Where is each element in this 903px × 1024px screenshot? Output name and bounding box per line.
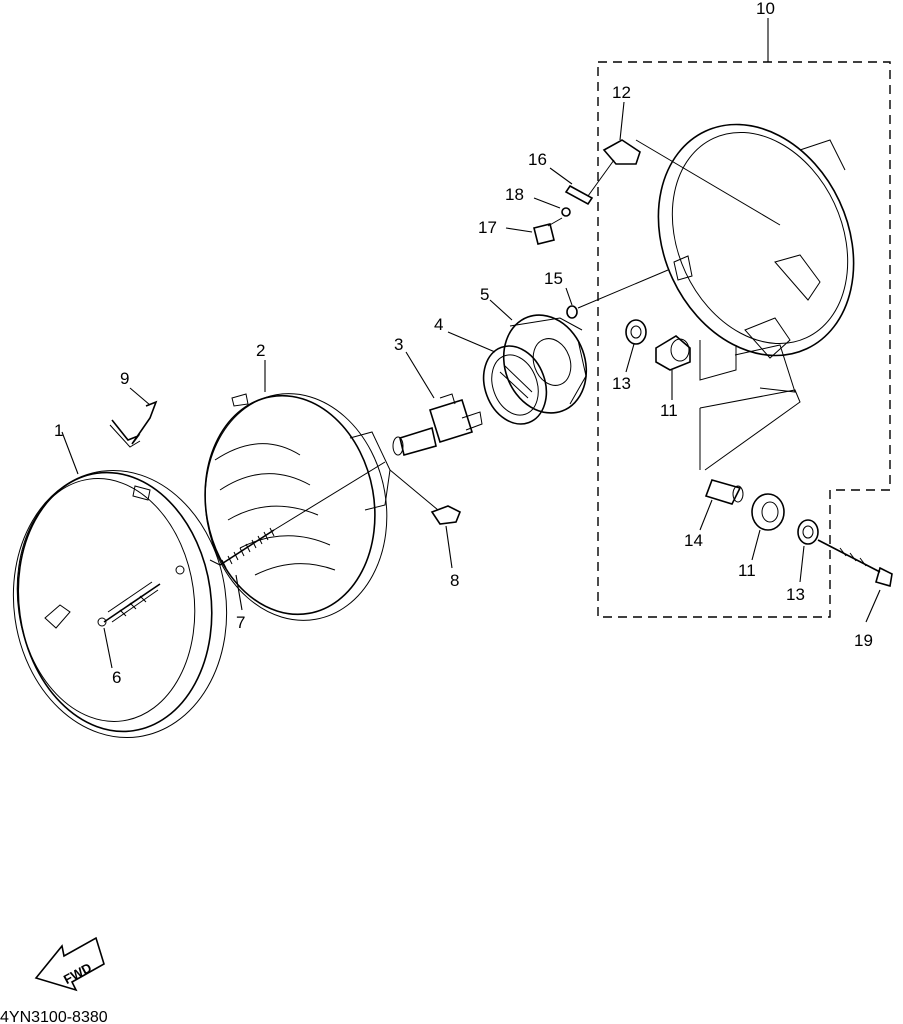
leader-3 [405,351,435,399]
callout-13-lower: 13 [786,585,805,604]
leader-8 [445,525,453,569]
callout-4: 4 [434,315,443,334]
diagram-code: 4YN3100-8380 [0,1009,108,1024]
assembly-10-dashed-box [597,61,891,618]
part-18-nut [561,207,571,217]
part-7-spring [209,461,386,569]
fwd-arrow-icon: FWD [34,936,105,992]
callout-13-upper: 13 [612,374,631,393]
callout-8: 8 [450,571,459,590]
callout-10: 10 [756,0,775,18]
callout-6: 6 [112,668,121,687]
callout-7: 7 [236,613,245,632]
callout-17: 17 [478,218,497,237]
callout-16: 16 [528,150,547,169]
leader-16 [549,167,573,185]
callout-18: 18 [505,185,524,204]
leader-14 [699,499,713,531]
part-6-adjusting-screw [97,581,161,627]
part-12-bracket [602,139,781,226]
callout-3: 3 [394,335,403,354]
callout-2: 2 [256,341,265,360]
callout-9: 9 [120,369,129,388]
part-13-grommet-lower [797,519,819,545]
part-15-screw [566,269,669,319]
leader-13b [799,545,805,583]
callout-11-upper: 11 [660,401,678,420]
part-11-collar-lower [751,493,785,531]
part-8-socket-clip [389,469,462,525]
part-9-clip [109,400,158,448]
part-14-spacer [704,479,744,505]
part-3-bulb [392,393,483,456]
leader-17 [505,227,533,233]
callout-5: 5 [480,285,489,304]
part-5-socket-holder [502,314,588,414]
leader-13a [625,343,635,373]
leader-19 [865,589,881,623]
part-16-spring-clip [564,159,615,206]
leader-12 [619,101,625,141]
leader-7 [235,574,243,611]
part-1-headlight-rim [12,469,228,739]
part-10-headlight-body [657,123,855,393]
part-17-bolt [533,217,563,245]
callout-11-lower: 11 [738,561,756,580]
leader-1 [61,431,79,475]
part-13-grommet-upper [625,319,647,345]
leader-4 [447,331,496,353]
part-4-ring [482,345,548,425]
callout-12: 12 [612,83,631,102]
part-19-long-bolt [817,539,893,588]
leader-5 [489,299,513,321]
fwd-label: FWD [61,960,94,987]
callout-19: 19 [854,631,873,650]
leader-15 [565,287,573,306]
callout-14: 14 [684,531,703,550]
part-11-collar-upper [655,335,737,381]
leader-6 [103,627,113,669]
callout-1: 1 [54,421,63,440]
leader-11b [751,529,761,561]
callout-15: 15 [544,269,563,288]
part-2-headlight-lens-unit [204,393,391,621]
leader-9 [129,387,151,406]
leader-18 [533,197,561,209]
